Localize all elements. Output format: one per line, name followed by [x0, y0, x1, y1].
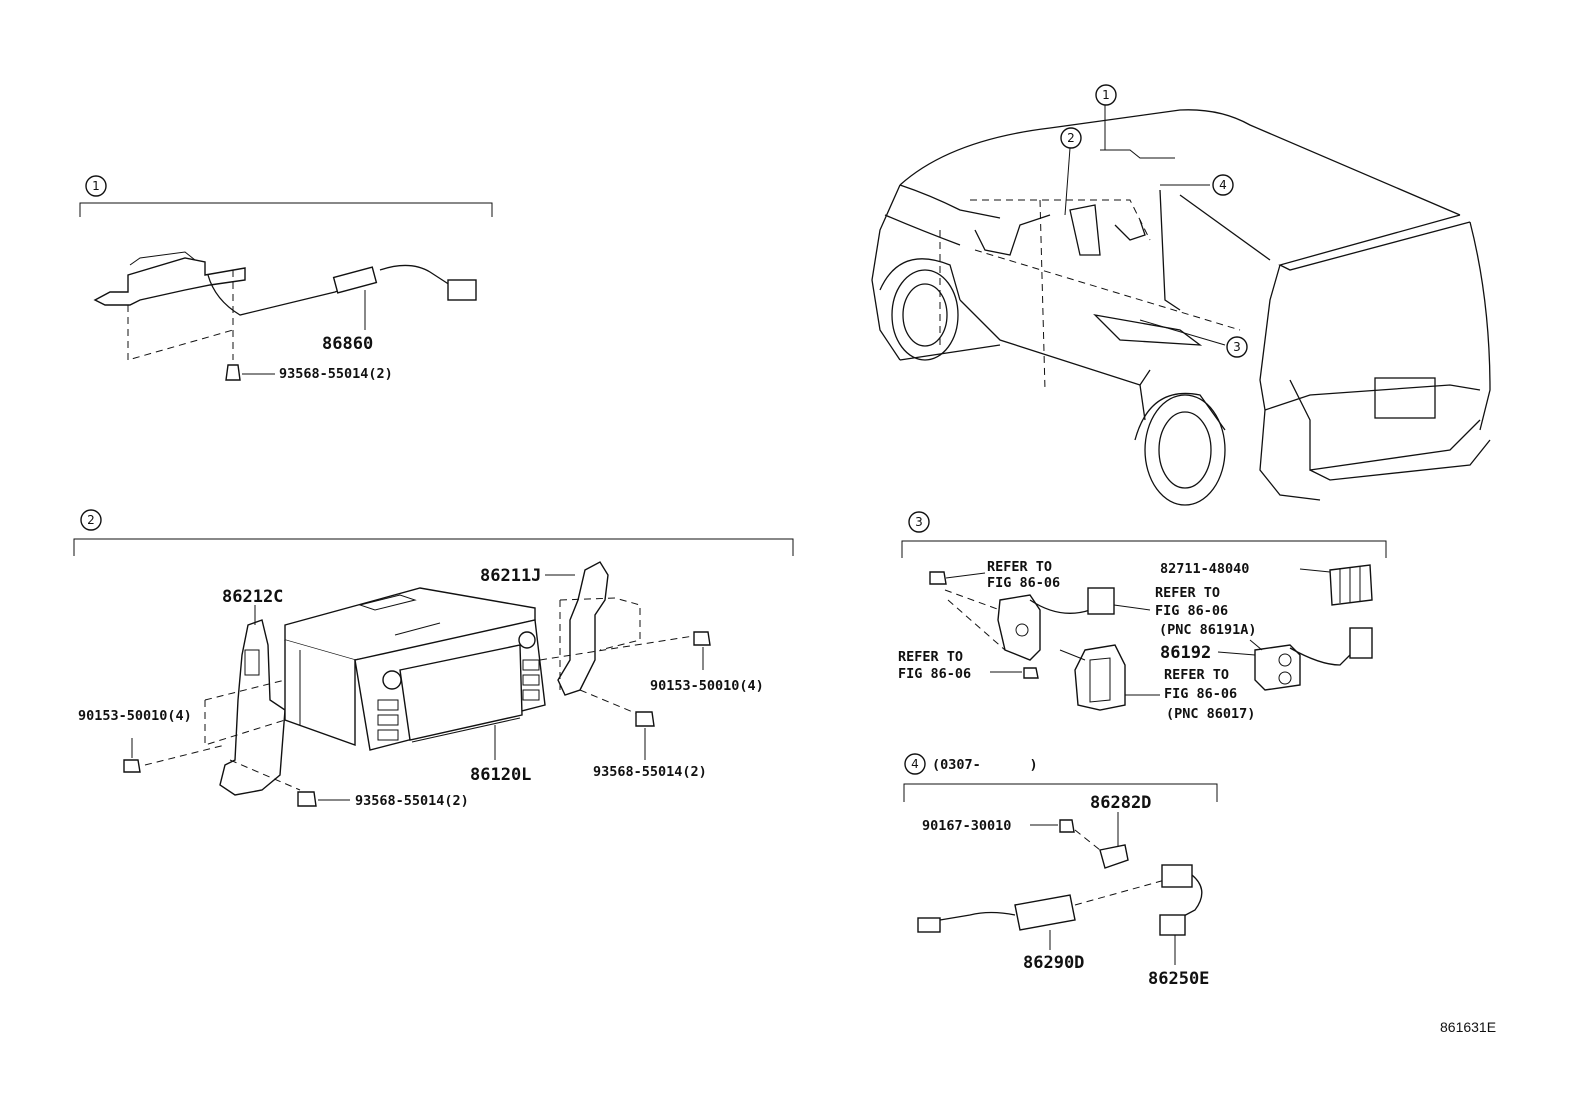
part-93568-55014: 93568-55014(2) — [279, 366, 393, 382]
section-1-number: 1 — [92, 179, 100, 193]
refer-a-line2: FIG 86-06 — [987, 575, 1060, 591]
part-86211J: 86211J — [480, 566, 541, 586]
section-3: 3 REFER TO FIG 86-06 REFER TO FIG 86-06 … — [898, 511, 1387, 722]
part-90153-50010-left: 90153-50010(4) — [78, 708, 192, 724]
part-86860: 86860 — [322, 334, 373, 354]
section-3-number: 3 — [915, 515, 923, 529]
part-86250E: 86250E — [1148, 969, 1209, 989]
part-86290D: 86290D — [1023, 953, 1084, 973]
refer-d-line2: FIG 86-06 — [1164, 686, 1237, 702]
refer-a-line1: REFER TO — [987, 559, 1052, 575]
refer-c-line1: REFER TO — [898, 649, 963, 665]
part-86282D: 86282D — [1090, 793, 1151, 813]
part-86120L: 86120L — [470, 765, 531, 785]
part-90153-50010-right: 90153-50010(4) — [650, 678, 764, 694]
part-93568-55014-right: 93568-55014(2) — [593, 764, 707, 780]
section-4-number: 4 — [911, 757, 919, 771]
vehicle-callout-1: 1 — [1102, 88, 1110, 102]
vehicle-illustration: 1 2 4 3 — [871, 84, 1491, 506]
section-4: 4 (0307- ) 86282D 90167-30010 86290D 862… — [903, 753, 1218, 989]
vehicle-callout-2: 2 — [1067, 131, 1075, 145]
part-90167-30010: 90167-30010 — [922, 818, 1011, 834]
section-2-number: 2 — [87, 513, 95, 527]
refer-b-line3: (PNC 86191A) — [1159, 622, 1257, 638]
part-82711-48040: 82711-48040 — [1160, 561, 1249, 577]
section-1: 1 86860 93568-55014(2) — [79, 175, 493, 382]
refer-b-line2: FIG 86-06 — [1155, 603, 1228, 619]
section-4-range: (0307- ) — [932, 757, 1038, 773]
part-86192: 86192 — [1160, 643, 1211, 663]
vehicle-callout-4: 4 — [1219, 178, 1227, 192]
vehicle-callout-3: 3 — [1233, 340, 1241, 354]
section-2: 2 86212C 86120L 86211J — [73, 509, 794, 809]
part-86212C: 86212C — [222, 587, 283, 607]
refer-d-line1: REFER TO — [1164, 667, 1229, 683]
part-93568-55014-bottom: 93568-55014(2) — [355, 793, 469, 809]
refer-b-line1: REFER TO — [1155, 585, 1220, 601]
refer-d-line3: (PNC 86017) — [1166, 706, 1255, 722]
refer-c-line2: FIG 86-06 — [898, 666, 971, 682]
figure-id: 861631E — [1440, 1019, 1496, 1035]
